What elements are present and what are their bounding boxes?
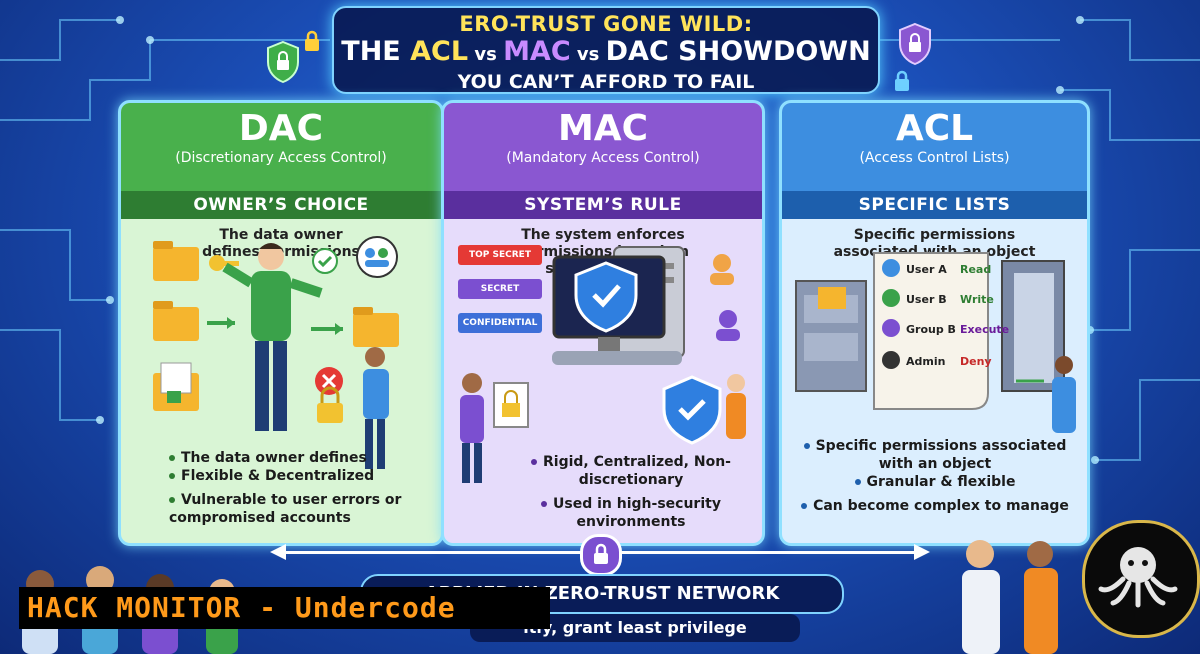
folder-icon bbox=[353, 307, 399, 347]
title-line-2: THE ACL vs MAC vs DAC SHOWDOWN bbox=[334, 36, 878, 71]
acl-bullets: Specific permissions associated with an … bbox=[796, 437, 1074, 515]
title-line-3: YOU CAN’T AFFORD TO FAIL bbox=[457, 71, 755, 93]
mac-subtitle: (Mandatory Access Control) bbox=[506, 150, 700, 166]
acl-subtitle: (Access Control Lists) bbox=[859, 150, 1010, 166]
acl-bullet: Can become complex to manage bbox=[796, 497, 1074, 515]
dac-bullet: Flexible & Decentralized bbox=[169, 467, 439, 485]
mac-band: SYSTEM’S RULE bbox=[444, 191, 762, 219]
dac-header: DAC (Discretionary Access Control) bbox=[121, 103, 441, 191]
title-suffix: SHOWDOWN bbox=[668, 36, 871, 67]
group-icon bbox=[882, 319, 900, 337]
cabinet-icon bbox=[795, 280, 867, 392]
label-top-secret: TOP SECRET bbox=[458, 245, 542, 265]
title-banner: ERO-TRUST GONE WILD: THE ACL vs MAC vs D… bbox=[332, 6, 880, 94]
user-icon bbox=[882, 259, 900, 277]
mac-bullet: Rigid, Centralized, Non-discretionary bbox=[526, 453, 736, 489]
user-icon bbox=[716, 310, 740, 341]
label-secret: SECRET bbox=[458, 279, 542, 299]
acl-bullet: Granular & flexible bbox=[796, 473, 1074, 491]
mac-title: MAC bbox=[557, 108, 649, 149]
title-mac: MAC bbox=[503, 36, 571, 67]
mac-bullets: Rigid, Centralized, Non-discretionary Us… bbox=[526, 453, 736, 531]
padlock-icon bbox=[493, 382, 529, 428]
key-icon bbox=[209, 255, 239, 271]
deny-icon bbox=[315, 367, 343, 395]
users-bubble-icon bbox=[356, 236, 398, 278]
title-vs: vs bbox=[570, 44, 606, 65]
acl-band: SPECIFIC LISTS bbox=[782, 191, 1087, 219]
dac-bullet: Vulnerable to user errors or compromised… bbox=[169, 492, 402, 526]
user-icon bbox=[222, 243, 323, 431]
people-group-right bbox=[962, 540, 1058, 654]
shield-check-icon bbox=[662, 375, 722, 445]
user-icon bbox=[1052, 356, 1076, 433]
padlock-icon bbox=[317, 386, 343, 423]
acl-header: ACL (Access Control Lists) bbox=[782, 103, 1087, 191]
octopus-logo bbox=[1082, 520, 1200, 638]
title-vs: vs bbox=[468, 44, 504, 65]
title-dac: DAC bbox=[605, 36, 669, 67]
mac-header: MAC (Mandatory Access Control) bbox=[444, 103, 762, 191]
user-icon bbox=[882, 351, 900, 369]
scroll-icon bbox=[873, 252, 989, 410]
acl-illustration bbox=[795, 252, 1076, 433]
dac-illustration bbox=[153, 236, 399, 469]
user-icon bbox=[882, 289, 900, 307]
watermark-banner: HACK MONITOR - Undercode bbox=[19, 587, 550, 629]
mac-bullet: Used in high-security environments bbox=[526, 495, 736, 531]
arrow-left-icon bbox=[270, 544, 286, 560]
folder-icon bbox=[153, 241, 199, 411]
shield-check-icon bbox=[574, 261, 638, 333]
shield-lock-icon bbox=[899, 22, 931, 66]
label-confidential: CONFIDENTIAL bbox=[458, 313, 542, 333]
mac-panel: MAC (Mandatory Access Control) SYSTEM’S … bbox=[441, 100, 765, 546]
user-icon bbox=[460, 373, 484, 483]
arrow-right-icon bbox=[914, 544, 930, 560]
acl-title: ACL bbox=[895, 108, 974, 149]
padlock-icon bbox=[580, 534, 622, 576]
dac-band: OWNER’S CHOICE bbox=[121, 191, 441, 219]
user-icon bbox=[363, 347, 389, 469]
dac-subtitle: (Discretionary Access Control) bbox=[175, 150, 387, 166]
padlock-icon bbox=[895, 70, 909, 91]
title-prefix: THE bbox=[341, 36, 411, 67]
door-icon bbox=[1001, 260, 1065, 392]
padlock-icon bbox=[305, 30, 319, 51]
title-line-1: ERO-TRUST GONE WILD: bbox=[459, 12, 753, 36]
dac-bullets: The data owner defines Flexible & Decent… bbox=[169, 449, 439, 527]
check-icon bbox=[312, 248, 338, 274]
shield-lock-icon bbox=[267, 40, 299, 84]
dac-bullet: The data owner defines bbox=[169, 449, 439, 467]
user-icon bbox=[710, 254, 734, 285]
acl-panel: ACL (Access Control Lists) SPECIFIC LIST… bbox=[779, 100, 1090, 546]
dac-panel: DAC (Discretionary Access Control) OWNER… bbox=[118, 100, 444, 546]
user-icon bbox=[726, 374, 746, 439]
title-acl: ACL bbox=[410, 36, 469, 67]
acl-bullet: Specific permissions associated with an … bbox=[796, 437, 1074, 473]
dac-title: DAC bbox=[238, 108, 324, 149]
mac-illustration bbox=[460, 246, 746, 483]
